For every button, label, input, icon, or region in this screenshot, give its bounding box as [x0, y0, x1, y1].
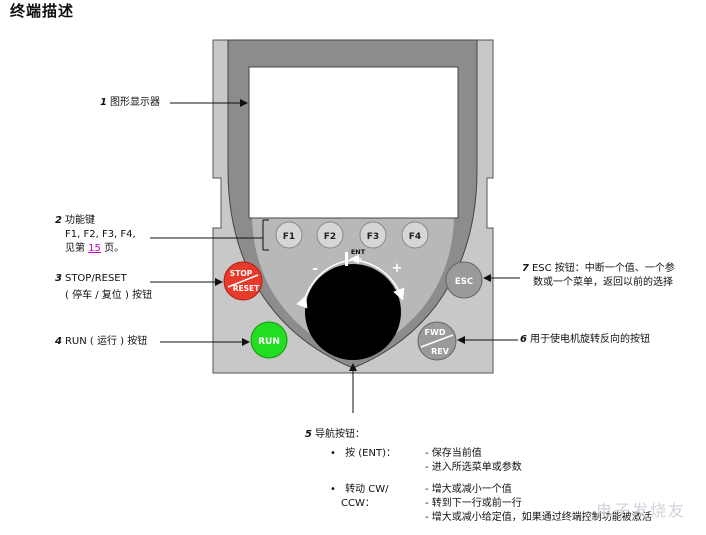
f1-label: F1	[283, 232, 295, 242]
f4-key	[401, 221, 429, 249]
page-15-link[interactable]: 15	[88, 243, 101, 254]
callout-3-line1: STOP/RESET	[64, 273, 127, 284]
callout-7-line2: 数或一个菜单，返回以前的选择	[533, 277, 673, 288]
callout-4-text: RUN ( 运行 ) 按钮	[64, 336, 148, 347]
callout-2-page: 页。	[100, 243, 125, 254]
page-title: 终端描述	[10, 2, 75, 20]
callout-2-line2: F1, F2, F3, F4,	[65, 229, 136, 240]
nav-bullet-2-item-3: - 增大或减小给定值，如果通过终端控制功能被激活	[425, 512, 652, 523]
callout-2-see: 见第	[65, 243, 89, 254]
callout-7-num: 7	[522, 263, 529, 274]
nav-bullet-2: • 转动 CW/	[330, 483, 389, 497]
f3-key	[359, 221, 387, 249]
navigation-dial	[305, 264, 401, 360]
rev-label: REV	[431, 347, 450, 356]
stop-label: STOP	[230, 269, 253, 278]
callout-5-num: 5	[305, 429, 312, 440]
bullet-dot: •	[330, 448, 336, 459]
callout-1-text: 图形显示器	[109, 97, 160, 108]
ent-label: ENT	[351, 248, 366, 256]
callout-7-line1: ESC 按钮：中断一个值、一个参	[531, 263, 675, 274]
callout-2-line3: 见第 15 页。	[55, 242, 136, 256]
callout-1-num: 1	[100, 97, 107, 108]
graphic-display	[248, 66, 459, 219]
nav-bullet-2-item-2: - 转到下一行或前一行	[425, 498, 522, 509]
nav-bullet-1-text: 按 (ENT)：	[345, 448, 396, 459]
nav-bullet-2-text-a: 转动 CW/	[345, 484, 389, 495]
nav-bullet-2-item-1: - 增大或减小一个值	[425, 484, 512, 495]
f2-label: F2	[324, 232, 336, 242]
nav-bullet-1: • 按 (ENT)：	[330, 447, 396, 461]
fwd-label: FWD	[425, 328, 446, 337]
callout-3-num: 3	[55, 273, 62, 284]
callout-6-text: 用于使电机旋转反向的按钮	[529, 334, 650, 345]
f4-label: F4	[409, 232, 421, 242]
f2-key	[316, 221, 344, 249]
nav-bullet-1-item-2: - 进入所选菜单或参数	[425, 462, 522, 473]
callout-4-num: 4	[55, 336, 62, 347]
callout-3-line2: ( 停车 / 复位 ) 按钮	[65, 290, 153, 301]
esc-key	[445, 261, 483, 299]
esc-label: ESC	[455, 277, 473, 287]
callout-6-num: 6	[520, 334, 527, 345]
watermark: 电子发烧友	[595, 501, 686, 520]
nav-bullet-2-text-b: CCW：	[341, 498, 375, 509]
f3-label: F3	[367, 232, 379, 242]
callout-5-text: 导航按钮：	[314, 429, 365, 440]
reset-label: RESET	[233, 284, 260, 293]
callout-2-num: 2	[55, 215, 62, 226]
bullet-dot: •	[330, 484, 336, 495]
run-key	[250, 321, 288, 359]
nav-bullet-1-item-1: - 保存当前值	[425, 448, 482, 459]
run-label: RUN	[258, 337, 280, 347]
minus-label: -	[312, 261, 318, 277]
callout-2-line1: 功能键	[64, 215, 95, 226]
f1-key	[275, 221, 303, 249]
plus-label: +	[392, 261, 403, 276]
